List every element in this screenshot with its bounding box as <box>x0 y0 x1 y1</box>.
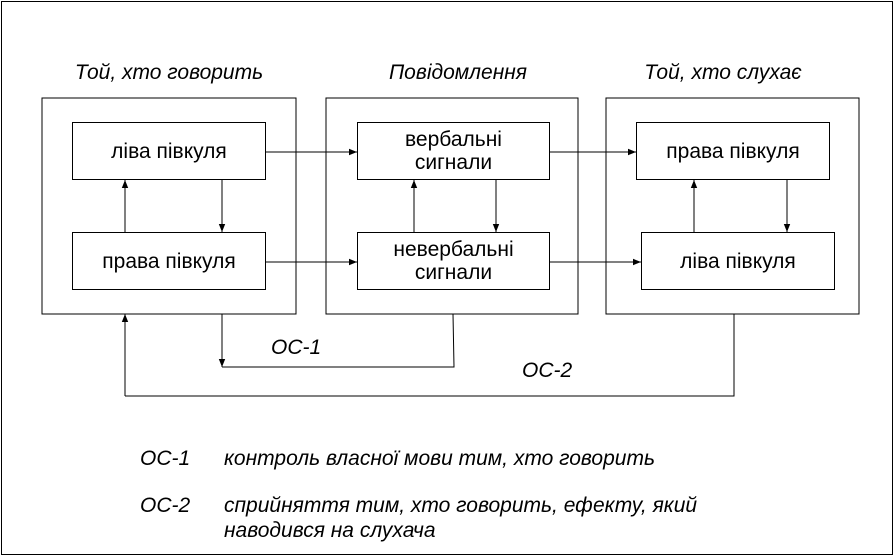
node-label: ліва півкуля <box>680 249 796 273</box>
heading-speaker: Той, хто говорить <box>74 61 264 84</box>
nonverbal-signals: невербальні сигнали <box>357 232 550 290</box>
node-label: права півкуля <box>666 139 800 163</box>
feedback-label-os2: ОС-2 <box>522 359 573 382</box>
speaker-left-hemisphere: ліва півкуля <box>72 122 266 180</box>
heading-listener: Той, хто слухає <box>644 61 802 84</box>
speaker-column-box <box>41 97 297 315</box>
legend-key-os2: ОС-2 <box>140 494 191 517</box>
heading-message: Повідомлення <box>388 61 528 84</box>
listener-left-hemisphere: ліва півкуля <box>641 232 835 290</box>
speaker-right-hemisphere: права півкуля <box>72 232 266 290</box>
node-label: ліва півкуля <box>111 139 227 163</box>
feedback-loop-os1 <box>222 313 455 368</box>
listener-right-hemisphere: права півкуля <box>636 122 830 180</box>
node-label: вербальні сигнали <box>405 128 502 174</box>
feedback-loop-os2 <box>125 314 735 397</box>
message-column-box <box>325 97 579 315</box>
verbal-signals: вербальні сигнали <box>357 122 550 180</box>
feedback-label-os1: ОС-1 <box>271 336 322 359</box>
listener-column-box <box>605 97 860 315</box>
legend-key-os1: ОС-1 <box>140 447 191 470</box>
legend-text-os1: контроль власної мови тим, хто говорить <box>224 447 655 470</box>
legend-text-os2: сприйняття тим, хто говорить, ефекту, як… <box>224 494 698 542</box>
node-label: права півкуля <box>102 249 236 273</box>
node-label: невербальні сигнали <box>393 238 514 284</box>
